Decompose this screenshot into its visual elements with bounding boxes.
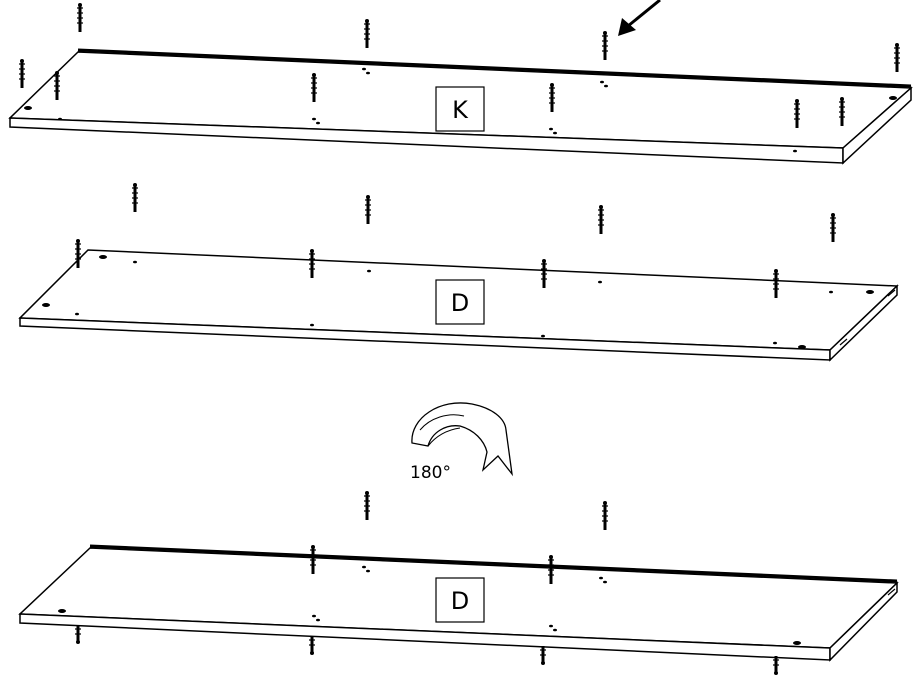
panel-label-box (435, 577, 485, 623)
rotation-label: 180° (410, 463, 451, 483)
panel-d-lower: D (18, 489, 899, 677)
panel-label-k: K (452, 96, 469, 124)
panel-d-upper: D (18, 181, 899, 362)
panel-k: K (8, 1, 913, 165)
panel-label-d-lower: D (451, 587, 469, 615)
rotate-arrow-icon: 180° (410, 402, 513, 483)
insert-arrow-icon (618, 0, 661, 36)
panel-label-box (435, 279, 485, 325)
panel-label-box (435, 86, 485, 132)
panel-label-d-upper: D (451, 289, 469, 317)
